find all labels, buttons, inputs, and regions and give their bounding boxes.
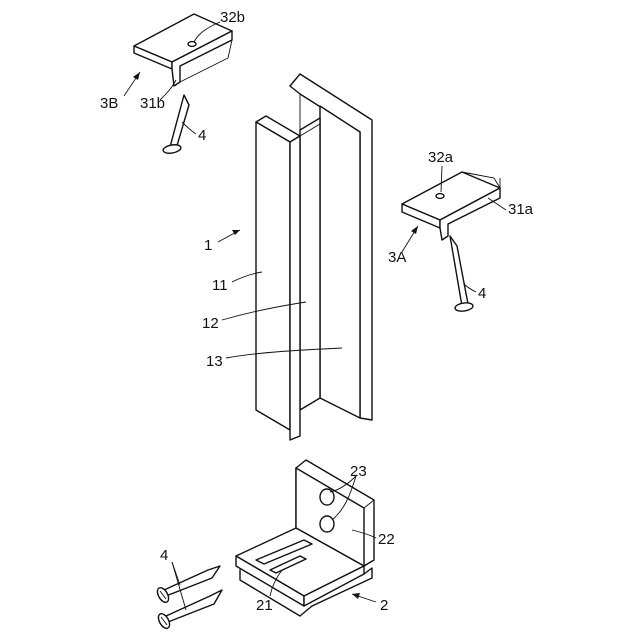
screws — [155, 566, 222, 630]
label-31b: 31b — [140, 95, 165, 112]
hole-32a — [436, 194, 444, 199]
label-4-screws: 4 — [160, 547, 168, 564]
label-3a: 3A — [388, 249, 406, 266]
label-11: 11 — [212, 277, 228, 294]
clip-3b — [134, 14, 232, 86]
label-12: 12 — [202, 315, 219, 332]
hole-32b — [188, 42, 196, 47]
label-32b: 32b — [220, 9, 245, 26]
label-1: 1 — [204, 237, 212, 254]
label-22: 22 — [378, 531, 395, 548]
label-4-top: 4 — [198, 127, 206, 144]
label-32a: 32a — [428, 149, 454, 166]
label-3b: 3B — [100, 95, 118, 112]
label-23: 23 — [350, 463, 367, 480]
label-31a: 31a — [508, 201, 534, 218]
label-21: 21 — [256, 597, 273, 614]
nail-right — [450, 236, 473, 312]
post-1 — [256, 74, 372, 440]
label-4-right: 4 — [478, 285, 486, 302]
label-13: 13 — [206, 353, 223, 370]
hole-23-lower — [320, 516, 334, 532]
label-2: 2 — [380, 597, 388, 614]
